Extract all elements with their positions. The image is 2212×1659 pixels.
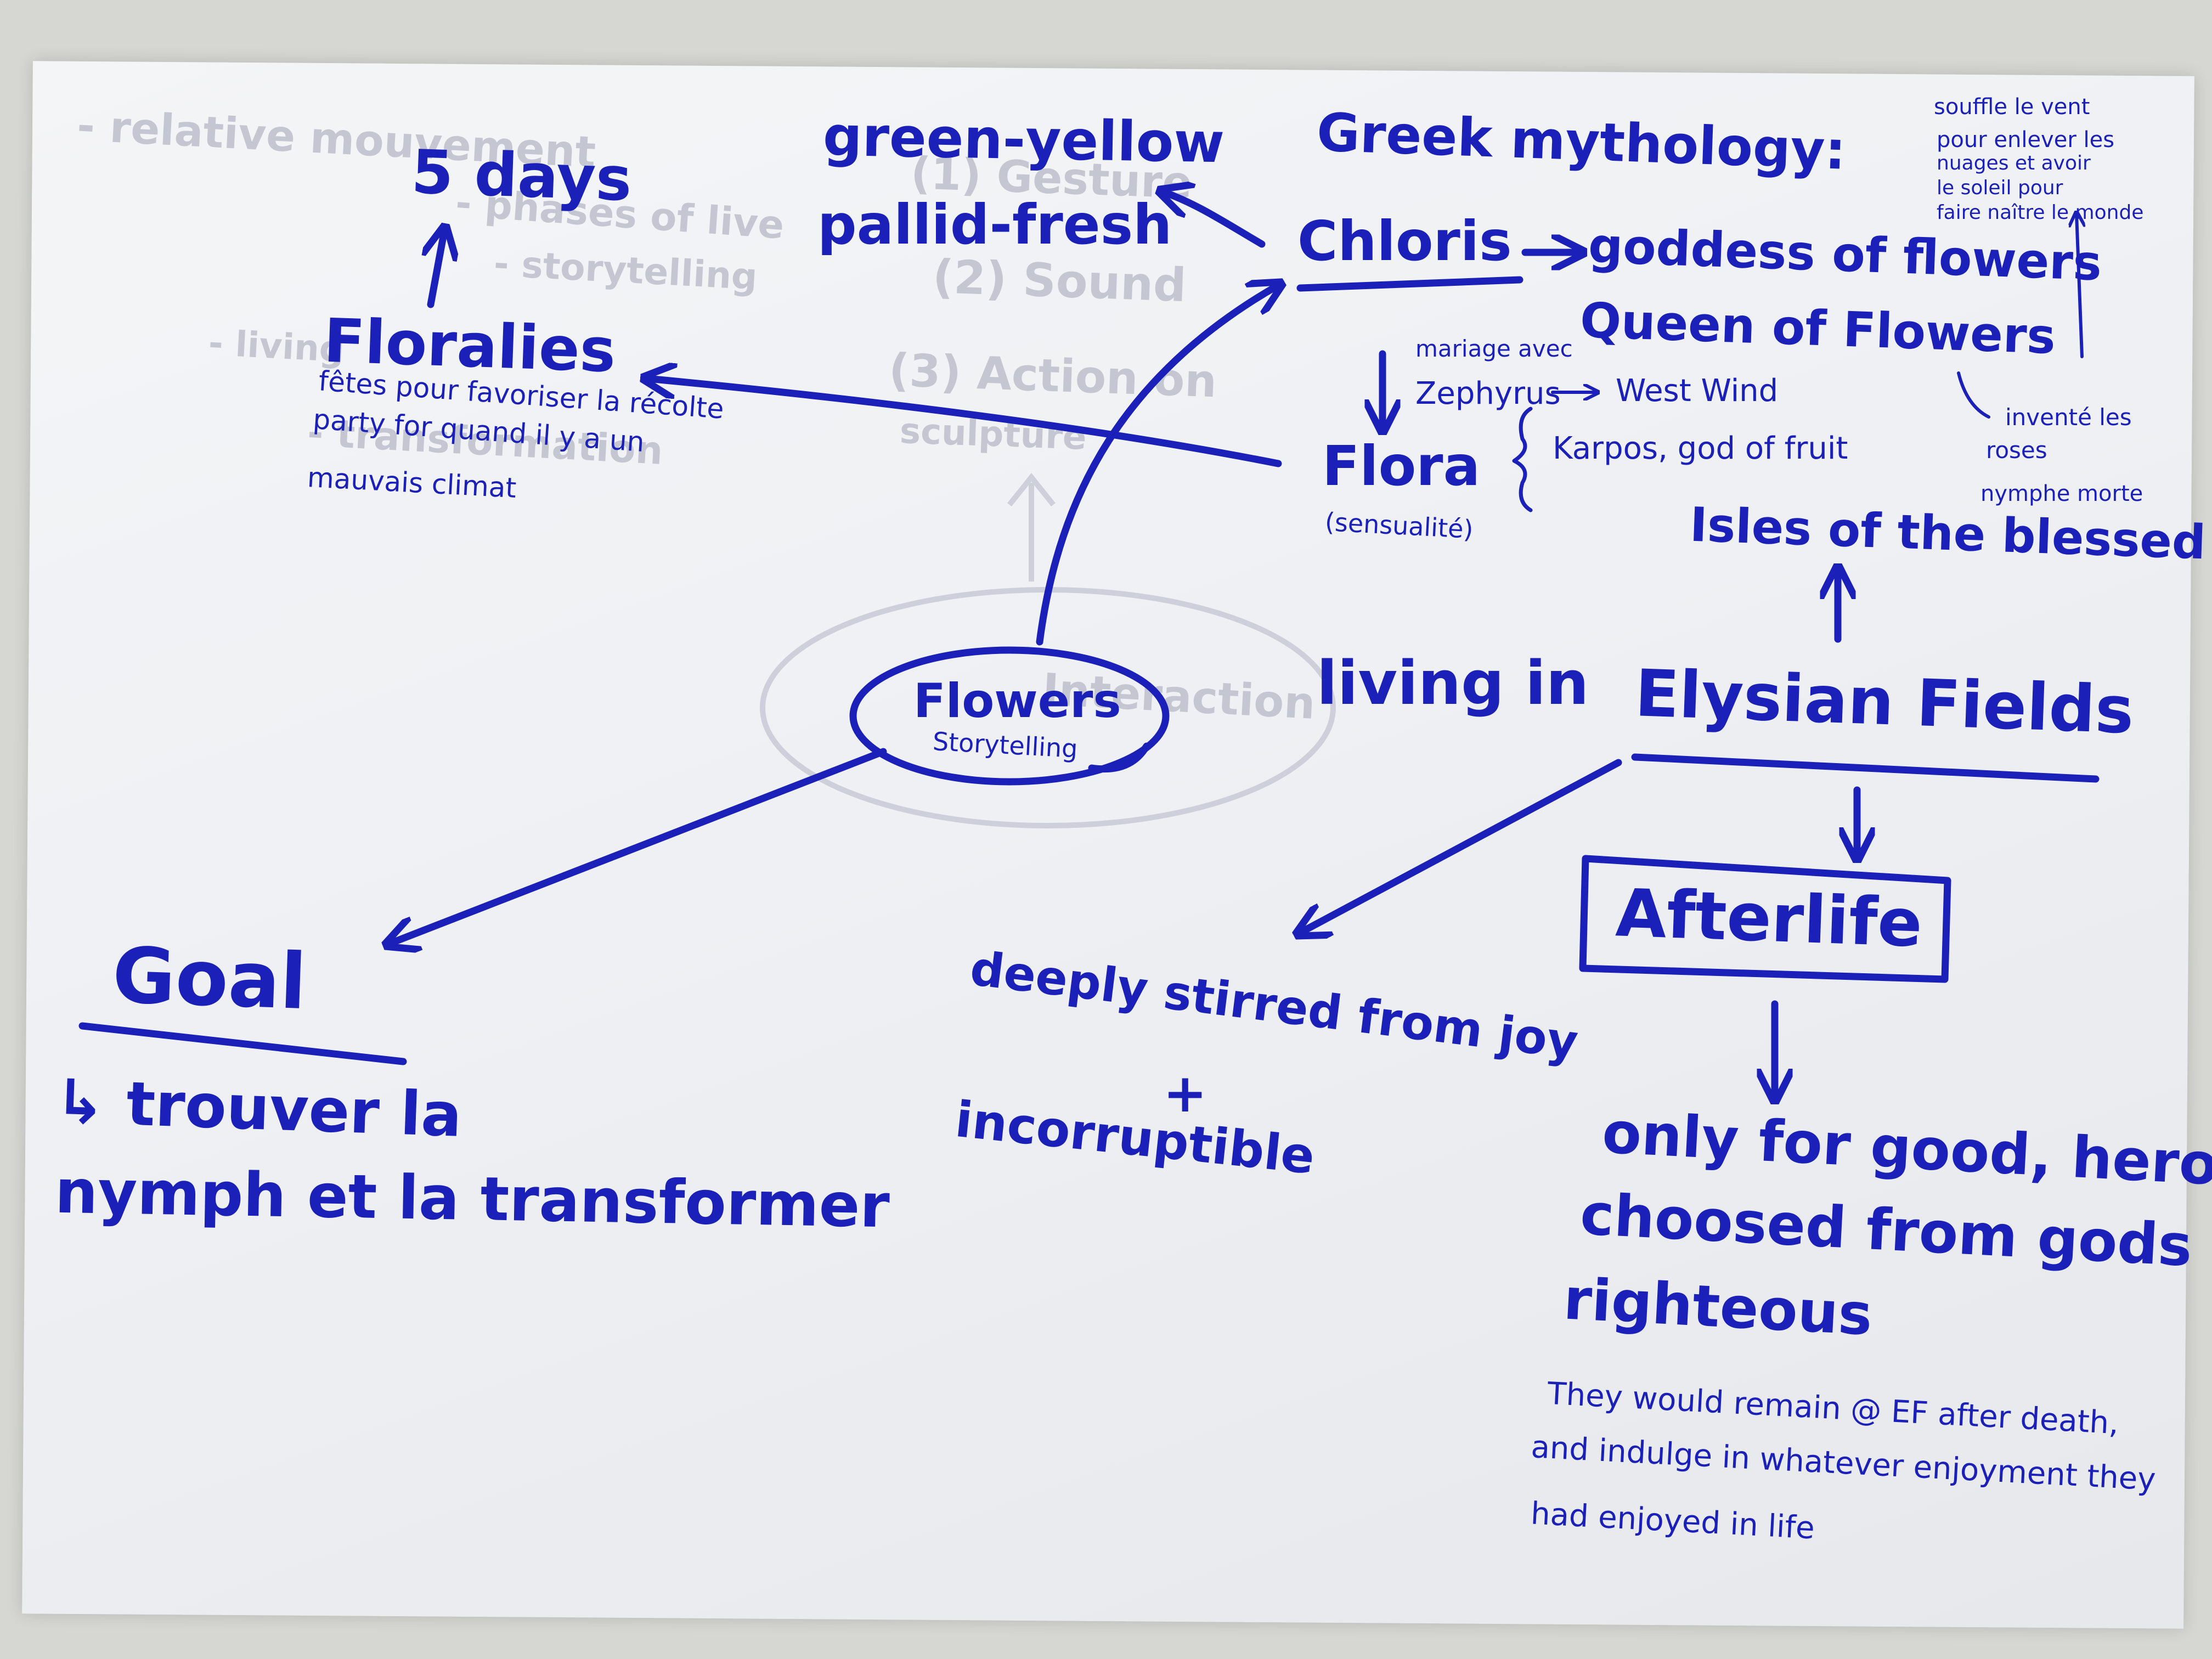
karpos-label: Karpos, god of fruit: [1553, 431, 1848, 466]
chloris-label: Chloris: [1297, 209, 1512, 273]
elysian-underline: [1631, 753, 2100, 783]
zephyrus-label: Zephyrus: [1415, 376, 1561, 411]
afterlife-box: [1579, 855, 1951, 983]
center-ellipse: [849, 646, 1170, 786]
side-note-line-2: pour enlever les: [1937, 127, 2115, 153]
arrow-flowers-to-chloris: [1036, 285, 1278, 646]
stirred-plus: +: [1163, 1063, 1207, 1124]
marriage-label: mariage avec: [1415, 335, 1573, 362]
only-for-line-3: righteous: [1562, 1265, 1874, 1348]
colors-line-2: pallid-fresh: [817, 193, 1172, 257]
living-in-label: living in: [1317, 648, 1589, 718]
elysian-fields-label: Elysian Fields: [1633, 655, 2135, 748]
sensuality-label: (sensualité): [1324, 506, 1474, 545]
goal-line-2: nymph et la transformer: [54, 1156, 890, 1242]
side-note-line-8: nymphe morte: [1980, 481, 2143, 506]
five-days-label: 5 days: [410, 137, 633, 215]
west-wind-label: West Wind: [1616, 373, 1779, 409]
colors-line-1: green-yellow: [822, 104, 1225, 176]
side-note-line-6: inventé les: [2005, 404, 2132, 431]
arrow-floralies-to-5days: [431, 230, 444, 308]
center-ellipse-tail: [1088, 742, 1150, 773]
goal-title: Goal: [111, 930, 308, 1028]
side-note-line-5: faire naître le monde: [1937, 201, 2144, 224]
goal-line-1: ↳ trouver la: [53, 1066, 463, 1150]
flora-brace: [1512, 407, 1533, 512]
afterlife-label: Afterlife: [1614, 875, 1924, 962]
goal-underline: [78, 1022, 407, 1065]
side-note-line-3: nuages et avoir: [1937, 152, 2091, 174]
side-note-arrow: [2076, 214, 2082, 358]
arrow-chloris-to-colors: [1163, 192, 1266, 248]
chloris-underline: [1296, 276, 1523, 292]
center-node-subtitle: Storytelling: [932, 726, 1079, 764]
side-note-hook: [1957, 371, 1990, 419]
side-note-line-1: souffle le vent: [1934, 94, 2090, 120]
ghost-arrow: [1007, 472, 1056, 582]
center-node-title: Flowers: [913, 674, 1121, 729]
side-note-line-7: roses: [1986, 437, 2047, 464]
flora-label: Flora: [1322, 434, 1481, 498]
arrow-flora-to-floralies: [647, 379, 1282, 467]
side-note-line-4: le soleil pour: [1937, 177, 2063, 199]
arrow-flowers-to-goal: [390, 748, 887, 944]
arrow-elysian-to-stirred: [1300, 759, 1622, 933]
